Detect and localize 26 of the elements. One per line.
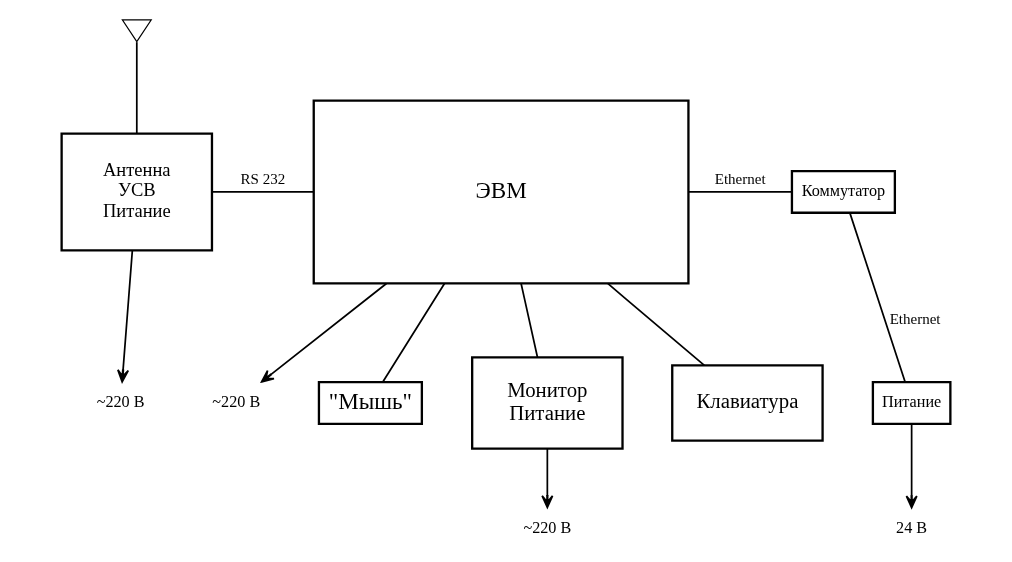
- node-text: 24 В: [896, 518, 928, 537]
- connector: [849, 212, 906, 383]
- node-box: Питание: [871, 381, 952, 425]
- connector: [382, 282, 446, 383]
- edge-label: Ethernet: [889, 311, 941, 328]
- connector: [520, 282, 539, 359]
- node-box: Монитор Питание: [471, 356, 624, 450]
- edge-label: Ethernet: [714, 171, 766, 188]
- connector: [211, 191, 315, 193]
- node-box: ЭВМ: [312, 99, 690, 285]
- arrow: [905, 423, 918, 509]
- connector: [687, 191, 793, 193]
- edge-label: RS 232: [240, 171, 286, 188]
- node-text: ~220 В: [96, 393, 145, 412]
- node-text: ~220 В: [212, 393, 261, 412]
- connector: [135, 41, 138, 135]
- arrow: [117, 249, 134, 383]
- node-picture: [121, 19, 153, 43]
- node-box: "Мышь": [317, 381, 424, 425]
- arrow: [260, 282, 388, 383]
- connector: [606, 282, 706, 367]
- node-box: Коммутатор: [790, 170, 896, 214]
- node-box: Клавиатура: [671, 364, 824, 442]
- node-box: Антенна УСВ Питание: [60, 132, 214, 252]
- node-text: ~220 В: [523, 518, 572, 537]
- arrow: [541, 448, 554, 509]
